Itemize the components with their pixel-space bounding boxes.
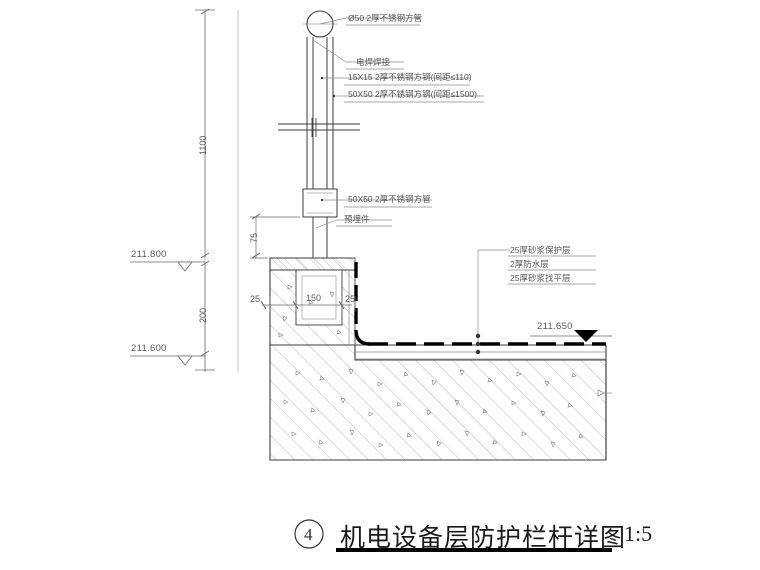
embed-pocket-inner xyxy=(301,275,337,320)
elevation-value-finish: 211.650 xyxy=(537,321,573,332)
dimension-pocket-width: 150 xyxy=(306,293,322,303)
layer-label-leveling: 25厚砂浆找平层 xyxy=(510,273,571,283)
title-circle-marker xyxy=(294,519,324,549)
axis-lines xyxy=(204,10,239,372)
title-underline xyxy=(336,548,612,552)
layer-label-waterproof: 2厚防水层 xyxy=(510,259,549,269)
dimension-embed-depth xyxy=(250,213,300,259)
elevation-value-top: 211.800 xyxy=(131,249,167,260)
curb-cap xyxy=(269,257,356,271)
leader-lines xyxy=(312,17,596,355)
annotation-post-spacing: 50X50 2厚不锈钢方钢(间距≤1500) xyxy=(348,89,477,99)
annotation-embed-plate: 预埋件 xyxy=(344,214,370,224)
drawing-title: 机电设备层防护栏杆详图 xyxy=(340,523,627,552)
dimension-right-edge: 25 xyxy=(345,294,356,304)
layer-label-protect: 25厚砂浆保护层 xyxy=(510,245,571,255)
dimension-curb-height: 200 xyxy=(198,307,208,323)
elevation-value-bottom: 211.600 xyxy=(131,343,167,354)
elevation-marker-bottom xyxy=(130,355,205,366)
post-base-box xyxy=(302,188,338,218)
annotation-post-tube: 50X50 2厚不锈钢方管 xyxy=(348,194,431,204)
annotation-top-pipe: Ø50 2厚不锈钢方管 xyxy=(348,13,423,23)
embed-pocket xyxy=(295,269,343,326)
post-base-inner xyxy=(307,192,333,214)
dimension-left-edge: 25 xyxy=(250,294,261,304)
railing-post-tubes xyxy=(306,37,334,196)
dimension-chain-bottom xyxy=(260,296,356,312)
dimension-chain-left xyxy=(195,8,215,372)
drawing-scale: 1:5 xyxy=(624,521,653,546)
edge-break-symbol xyxy=(597,389,612,397)
aggregate-marks xyxy=(278,284,584,448)
screed-band xyxy=(355,351,606,360)
dimension-embed-depth: 75 xyxy=(249,232,259,243)
dimension-railing-height: 1100 xyxy=(198,135,208,155)
annotation-weld: 电焊焊接 xyxy=(356,57,391,67)
elevation-marker-top xyxy=(130,261,205,272)
embed-stem xyxy=(312,217,328,258)
slab-concrete xyxy=(269,344,607,461)
annotation-vertical-bars: 15X15 2厚不锈钢方钢(间距≤110) xyxy=(348,72,472,82)
waterproof-membrane xyxy=(354,262,606,346)
detail-number: 4 xyxy=(304,525,313,544)
elevation-marker-finish xyxy=(530,330,612,342)
mid-rail-bars xyxy=(278,118,360,137)
